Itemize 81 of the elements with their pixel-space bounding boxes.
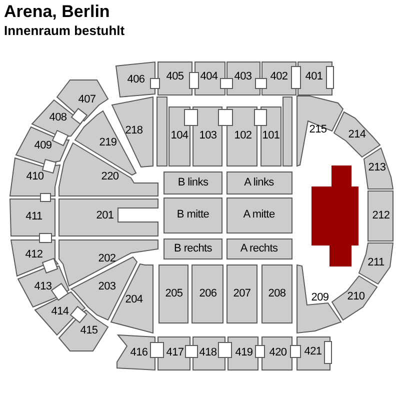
section-label: 411 <box>26 212 42 222</box>
section-label: 415 <box>80 326 98 336</box>
section-label: 201 <box>96 210 114 222</box>
section-label: 403 <box>234 72 252 82</box>
section-label: 418 <box>199 348 217 358</box>
section-label: 408 <box>49 112 67 124</box>
seating-block <box>359 243 393 284</box>
section-label: 413 <box>34 282 52 292</box>
section-label: 104 <box>170 130 188 142</box>
seating-block <box>262 337 292 370</box>
seating-block <box>227 198 292 233</box>
section-label: B mitte <box>176 210 210 220</box>
section-label: 203 <box>98 282 116 292</box>
section-label: 214 <box>348 130 366 140</box>
seating-block <box>227 239 292 259</box>
seating-block <box>164 172 222 194</box>
seating-block <box>262 265 292 323</box>
seating-block <box>227 107 257 166</box>
seating-block <box>164 198 222 233</box>
section-label: 209 <box>311 292 329 304</box>
section-label: 213 <box>368 162 386 174</box>
seating-block <box>228 337 258 370</box>
section-label: A links <box>244 178 274 188</box>
seating-block <box>334 112 380 157</box>
section-label: 211 <box>368 258 384 268</box>
seating-block <box>368 191 393 241</box>
section-label: 404 <box>200 72 218 82</box>
section-label: 205 <box>165 288 183 300</box>
section-label: 102 <box>234 130 252 142</box>
subtitle: Innenraum bestuhlt <box>4 24 125 38</box>
seating-block <box>364 148 393 189</box>
section-label: A rechts <box>240 244 278 254</box>
seating-block <box>193 107 222 166</box>
seating-block <box>297 265 341 333</box>
section-label: 409 <box>34 140 52 152</box>
seating-block <box>227 62 260 95</box>
seating-block <box>192 265 223 323</box>
seating-block <box>164 239 222 259</box>
section-label: 204 <box>125 294 143 306</box>
section-label: 405 <box>166 72 184 82</box>
section-label: 420 <box>269 348 287 358</box>
section-label: 406 <box>127 74 145 86</box>
section-label: 101 <box>262 130 280 142</box>
section-label: 210 <box>347 292 365 302</box>
section-label: B rechts <box>174 244 212 254</box>
section-label: 208 <box>268 288 286 300</box>
seating-block <box>297 96 343 166</box>
section-label: 421 <box>304 346 322 358</box>
section-label: 220 <box>101 172 119 182</box>
section-label: 202 <box>98 254 116 264</box>
section-label: 417 <box>166 348 184 358</box>
section-label: 414 <box>51 306 69 318</box>
seating-block <box>261 107 281 166</box>
section-label: 219 <box>99 138 117 148</box>
seating-block <box>169 107 190 166</box>
seating-block <box>59 199 158 236</box>
section-label: 206 <box>199 288 217 300</box>
section-label: 215 <box>309 124 327 136</box>
section-label: 401 <box>305 72 323 82</box>
title: Arena, Berlin <box>4 3 110 22</box>
section-label: 218 <box>125 126 143 136</box>
section-label: 416 <box>130 348 148 358</box>
section-label: 412 <box>25 250 43 260</box>
section-label: 103 <box>199 130 217 142</box>
seating-block <box>227 265 257 323</box>
section-label: 410 <box>26 172 44 182</box>
seating-block <box>227 172 292 194</box>
seating-block <box>332 276 377 320</box>
section-label: 207 <box>233 288 251 300</box>
seating-block <box>283 97 292 166</box>
section-label: A mitte <box>243 210 275 220</box>
seating-block <box>159 265 188 323</box>
seating-block <box>10 199 55 236</box>
section-label: 212 <box>372 210 390 222</box>
seating-block <box>158 62 192 95</box>
section-label: B links <box>178 178 208 188</box>
stage-block <box>312 166 358 266</box>
section-label: 407 <box>78 94 96 106</box>
section-label: 402 <box>270 72 288 82</box>
section-label: 419 <box>235 348 253 358</box>
seating-block <box>157 97 167 166</box>
